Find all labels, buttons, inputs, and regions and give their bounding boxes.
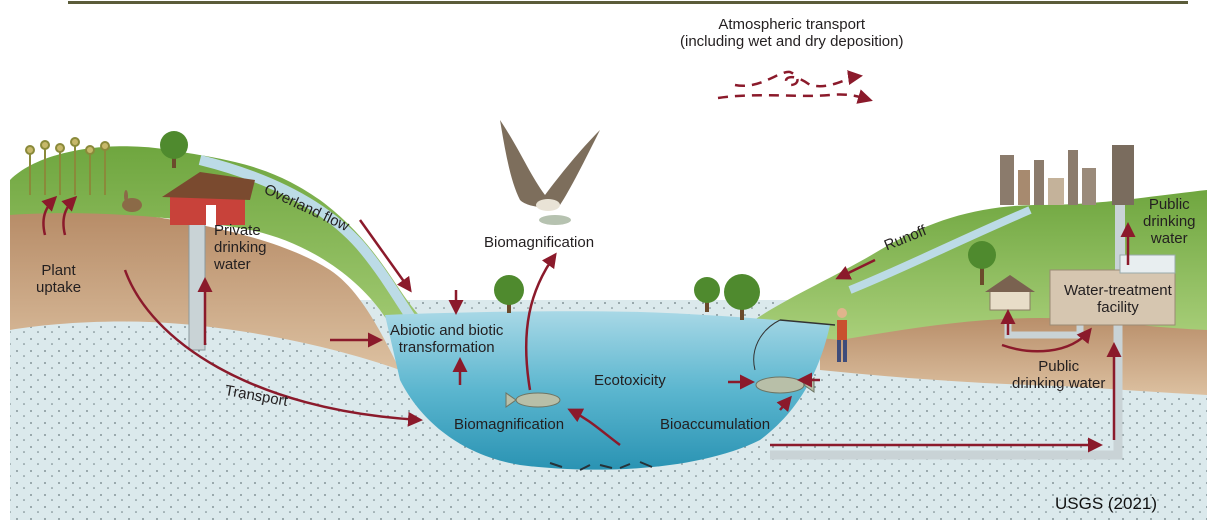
water-treatment-facility-label: Water-treatment facility (1064, 282, 1172, 316)
public-drinking-water-bottom-label: Public drinking water (1012, 358, 1105, 392)
biomagnification-top-label: Biomagnification (484, 234, 594, 251)
ecotoxicity-label: Ecotoxicity (594, 372, 666, 389)
top-rule (68, 1, 1188, 4)
atmospheric-transport-label: Atmospheric transport (including wet and… (680, 16, 903, 50)
atmospheric-dashes (718, 72, 870, 100)
abiotic-biotic-transformation-label: Abiotic and biotic transformation (390, 322, 503, 356)
public-drinking-water-right-label: Public drinking water (1143, 196, 1196, 247)
osprey-icon (500, 120, 600, 225)
city-icon (1000, 145, 1134, 205)
private-drinking-water-label: Private drinking water (214, 222, 267, 273)
source-credit: USGS (2021) (1055, 494, 1157, 514)
biomagnification-bottom-label: Biomagnification (454, 416, 564, 433)
plant-uptake-label: Plant uptake (36, 262, 81, 296)
bioaccumulation-label: Bioaccumulation (660, 416, 770, 433)
